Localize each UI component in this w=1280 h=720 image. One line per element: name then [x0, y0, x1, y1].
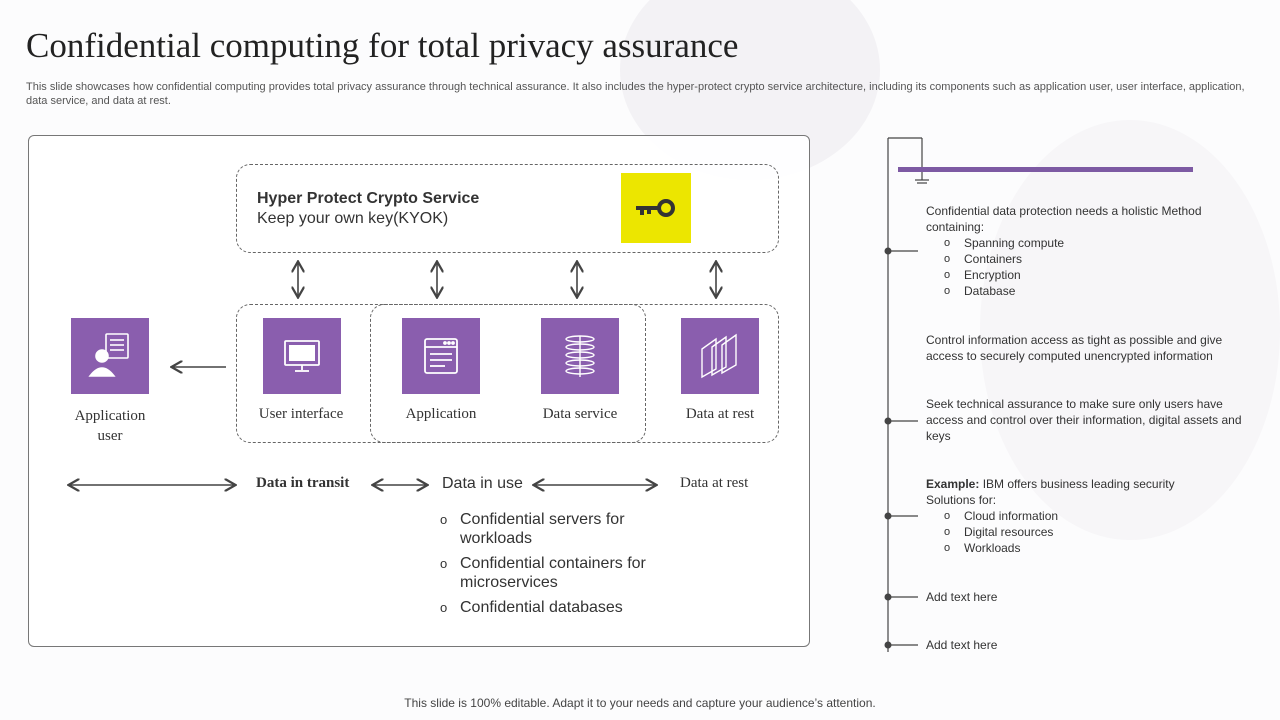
- application-user-icon: [71, 318, 149, 394]
- key-icon: [621, 173, 691, 243]
- bullet-circle-icon: o: [440, 600, 448, 615]
- timeline-dot: [884, 247, 892, 255]
- flow-label-data-at-rest: Data at rest: [680, 475, 749, 491]
- component-label-application-user: Application user: [74, 408, 146, 444]
- bullet-circle-icon: o: [944, 269, 951, 281]
- bullet-circle-icon: o: [440, 512, 448, 527]
- accent-bar: [898, 167, 1193, 172]
- bullet-circle-icon: o: [944, 285, 951, 297]
- timeline-block-2: Control information access as tight as p…: [926, 333, 1223, 363]
- timeline-dot: [884, 512, 892, 520]
- bullet-circle-icon: o: [944, 542, 951, 554]
- bullet-circle-icon: o: [944, 510, 951, 522]
- background-shape: [980, 120, 1280, 540]
- component-label-application: Application: [405, 406, 477, 422]
- hpcs-subtitle: Keep your own key(KYOK): [257, 210, 449, 227]
- timeline-block-1: Confidential data protection needs a hol…: [926, 203, 1256, 299]
- timeline-block-3: Seek technical assurance to make sure on…: [926, 397, 1242, 443]
- database-icon: [541, 318, 619, 394]
- bullet-circle-icon: o: [944, 253, 951, 265]
- page-subtitle: This slide showcases how confidential co…: [26, 81, 1245, 107]
- flow-label-data-in-transit: Data in transit: [256, 475, 350, 491]
- component-label-data-at-rest: Data at rest: [685, 406, 755, 422]
- hpcs-box: [236, 164, 779, 253]
- timeline-block-6: Add text here: [926, 638, 998, 652]
- timeline-dot: [884, 417, 892, 425]
- monitor-icon: [263, 318, 341, 394]
- component-label-data-service: Data service: [542, 406, 618, 422]
- hpcs-title: Hyper Protect Crypto Service: [257, 190, 480, 207]
- timeline-block-5: Add text here: [926, 590, 998, 604]
- timeline-dot: [884, 641, 892, 649]
- bullet-circle-icon: o: [944, 526, 951, 538]
- page-title: Confidential computing for total privacy…: [26, 26, 739, 65]
- bullet-circle-icon: o: [440, 556, 448, 571]
- timeline-block-4: Example: IBM offers business leading sec…: [926, 476, 1256, 556]
- bullet-circle-icon: o: [944, 237, 951, 249]
- application-window-icon: [402, 318, 480, 394]
- layers-icon: [681, 318, 759, 394]
- in-use-group-box: [370, 304, 646, 443]
- component-label-user-interface: User interface: [258, 406, 344, 422]
- flow-label-data-in-use: Data in use: [442, 475, 523, 492]
- footer-note: This slide is 100% editable. Adapt it to…: [404, 696, 876, 710]
- timeline-dot: [884, 593, 892, 601]
- timeline: [887, 137, 929, 652]
